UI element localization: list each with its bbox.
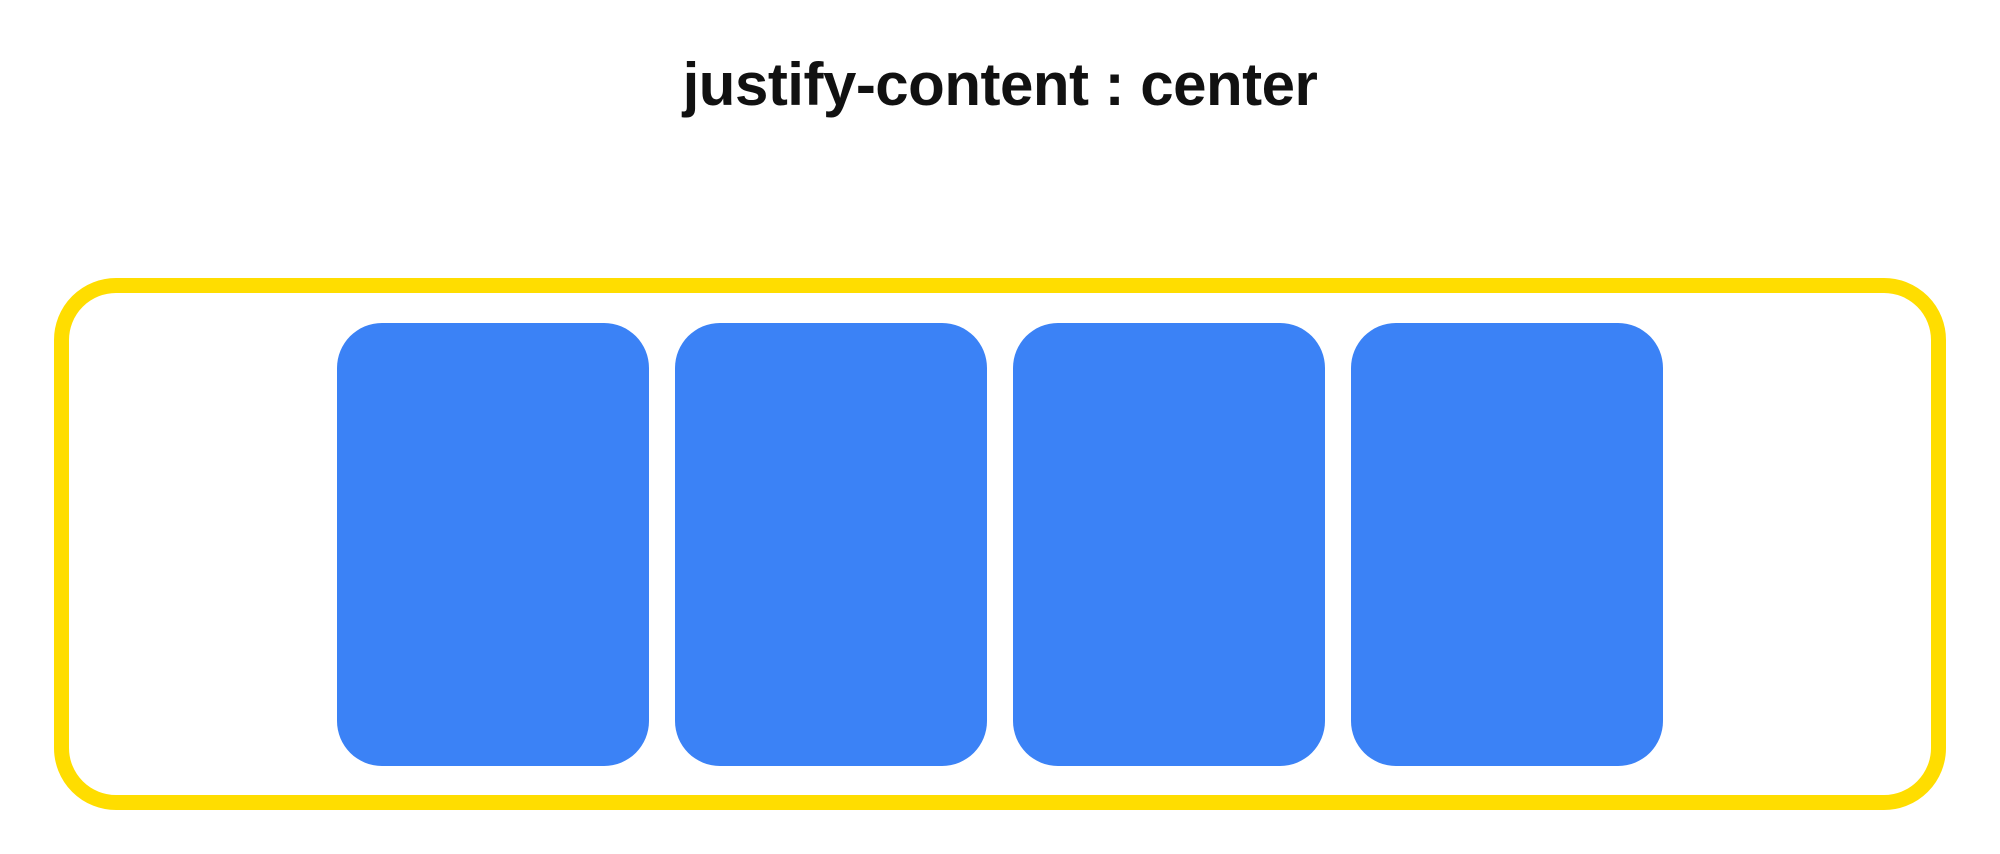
- page-title: justify-content : center: [682, 51, 1318, 118]
- flex-item-4: [1351, 322, 1663, 766]
- flex-item-3: [1013, 322, 1325, 766]
- flex-container: [54, 278, 1946, 810]
- flex-item-2: [675, 322, 987, 766]
- flex-item-1: [337, 322, 649, 766]
